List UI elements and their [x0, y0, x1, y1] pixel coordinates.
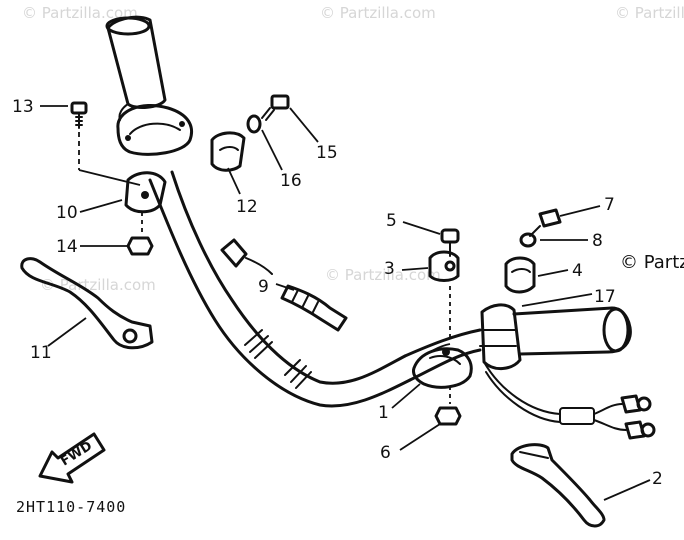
wiring-harness: [483, 361, 656, 440]
diagram-code: 2HT110-7400: [16, 498, 126, 516]
washer-16: [246, 114, 262, 134]
leader-lines: [40, 105, 651, 501]
bolt-13: [70, 101, 88, 170]
watermark-top-left: © Partzilla.com: [22, 4, 138, 22]
watermark-group: © Partzilla.com © Partzilla.com © Partzi…: [22, 4, 684, 294]
screw-15: [261, 94, 290, 121]
right-grip-17: [479, 303, 632, 370]
forward-arrow: FWD: [38, 432, 106, 484]
washer-8: [519, 232, 537, 248]
callout-6: 6: [380, 443, 391, 463]
clamp-12: [210, 131, 246, 172]
lever-2: [510, 443, 606, 528]
callout-8: 8: [592, 231, 603, 251]
nut-14: [126, 212, 154, 256]
clamp-4: [504, 256, 536, 294]
clamp-3: [428, 250, 460, 282]
callout-labels: 13 10 14 11 12 16 15 9 5 3 7 8 4 17 1 6 …: [12, 97, 663, 489]
throttle-housing: [116, 103, 193, 156]
switch-housing-1: [412, 347, 473, 389]
handlebar: [148, 170, 482, 408]
callout-14: 14: [56, 237, 78, 257]
bolt-5: [440, 228, 460, 340]
screw-7: [529, 208, 562, 237]
callout-11: 11: [30, 343, 52, 363]
watermark-right: © Partzilla: [620, 252, 684, 273]
callout-2: 2: [652, 469, 663, 489]
watermark-top-center: © Partzilla.com: [320, 4, 436, 22]
callout-4: 4: [572, 261, 583, 281]
callout-3: 3: [384, 259, 395, 279]
cable-9: [220, 238, 348, 332]
fwd-label: FWD: [58, 439, 95, 470]
watermark-middle: © Partzilla.com: [325, 266, 441, 284]
callout-17: 17: [594, 287, 616, 307]
callout-5: 5: [386, 211, 397, 231]
callout-13: 13: [12, 97, 34, 117]
callout-16: 16: [280, 171, 302, 191]
callout-7: 7: [604, 195, 615, 215]
lever-11: [20, 257, 154, 350]
callout-12: 12: [236, 197, 258, 217]
callout-15: 15: [316, 143, 338, 163]
callout-10: 10: [56, 203, 78, 223]
watermark-top-right: © Partzilla.com: [615, 4, 684, 22]
callout-1: 1: [378, 403, 389, 423]
callout-9: 9: [258, 277, 269, 297]
nut-6: [434, 386, 462, 426]
bracket-10: [78, 169, 167, 214]
